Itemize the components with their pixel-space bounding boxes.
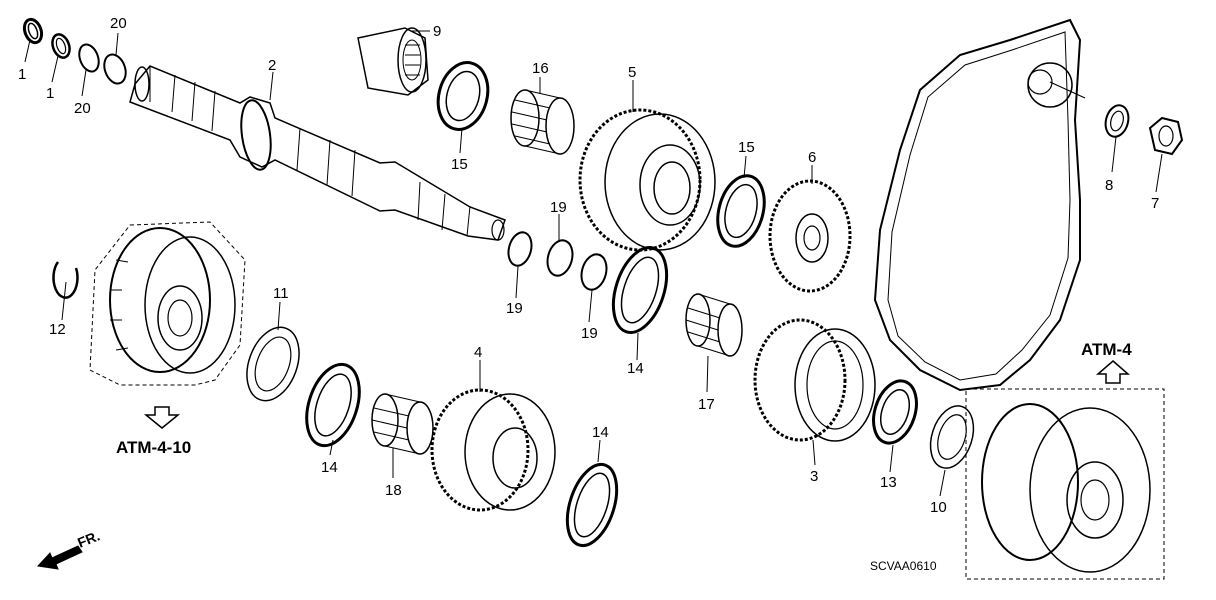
gear-3 (753, 318, 876, 442)
callout-14b: 14 (627, 360, 644, 377)
callout-2: 2 (268, 57, 276, 74)
snap-ring-12 (52, 261, 79, 299)
washer-8 (1104, 104, 1130, 138)
thrust-washer-15b (716, 174, 766, 248)
callout-10: 10 (930, 499, 947, 516)
direction-label: FR. (75, 527, 102, 550)
thrust-bearing-14a (305, 362, 361, 448)
collar-9 (357, 27, 429, 96)
arrow-up-right (1095, 360, 1131, 384)
needle-bearing-16 (510, 89, 575, 155)
callout-12: 12 (49, 321, 66, 338)
arrow-down-left (143, 406, 181, 429)
ring-1b (51, 33, 71, 59)
callout-19b: 19 (550, 199, 567, 216)
clutch-assembly-left (89, 221, 246, 386)
thrust-bearing-14c (611, 246, 669, 334)
ring-19c (580, 253, 608, 291)
needle-bearing-18 (371, 393, 434, 455)
callout-6: 6 (808, 149, 816, 166)
callout-1b: 1 (46, 85, 54, 102)
mainshaft (129, 65, 506, 241)
callout-11: 11 (273, 285, 289, 302)
callout-14a: 14 (321, 459, 338, 476)
gear-5 (578, 108, 716, 252)
thrust-bearing-13 (872, 379, 918, 445)
thrust-washer-15a (436, 61, 490, 131)
ring-1a (22, 17, 44, 45)
leader-lines (24, 30, 1163, 497)
thrust-washer-10 (929, 405, 975, 469)
callout-13: 13 (880, 474, 897, 491)
needle-bearing-17 (685, 293, 743, 357)
callout-20b: 20 (74, 100, 91, 117)
callout-1a: 1 (18, 66, 26, 83)
gear-4 (430, 388, 556, 512)
reference-atm-4[interactable]: ATM-4 (1081, 340, 1132, 359)
callout-17: 17 (698, 396, 715, 413)
callout-9: 9 (433, 23, 441, 40)
diagram-code: SCVAA0610 (870, 559, 937, 573)
ring-19a (507, 231, 533, 267)
case-gasket (873, 18, 1082, 392)
callout-16: 16 (532, 60, 549, 77)
thrust-washer-11 (246, 326, 300, 402)
callout-19a: 19 (506, 300, 523, 317)
ring-20b (103, 53, 127, 85)
callout-4: 4 (474, 344, 482, 361)
callout-8: 8 (1105, 177, 1113, 194)
ring-20a (78, 43, 100, 73)
front-direction-arrow (36, 545, 83, 570)
gear-6 (768, 179, 852, 293)
reference-atm-4-10[interactable]: ATM-4-10 (116, 438, 191, 457)
callout-5: 5 (628, 64, 636, 81)
ring-19b (546, 239, 574, 277)
callout-15b: 15 (738, 139, 755, 156)
nut-7 (1148, 116, 1184, 156)
callout-18: 18 (385, 482, 402, 499)
thrust-bearing-14b (565, 462, 619, 548)
callout-7: 7 (1151, 195, 1159, 212)
callout-15a: 15 (451, 156, 468, 173)
callout-19c: 19 (581, 325, 598, 342)
clutch-assembly-right (965, 388, 1165, 580)
callout-14c: 14 (592, 424, 609, 441)
callout-3: 3 (810, 468, 818, 485)
callout-20a: 20 (110, 15, 127, 32)
